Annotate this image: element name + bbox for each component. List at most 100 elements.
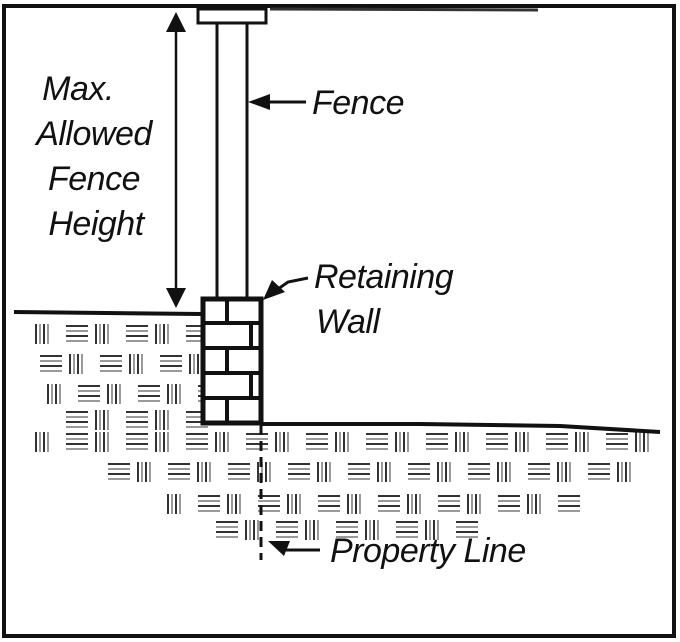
hatch-cell [137, 462, 151, 482]
hatch-cell [305, 520, 319, 540]
hatch-cell [438, 495, 460, 512]
hatch-cell [348, 463, 370, 480]
fence-cap [196, 7, 268, 25]
hatch-cell [35, 324, 49, 344]
hatch-cell [456, 521, 478, 538]
hatch-cell [527, 494, 541, 514]
fence-pointer-arrow [248, 94, 306, 110]
hatch-cell [377, 462, 391, 482]
hatch-cell [198, 495, 220, 512]
hatch-cell [197, 462, 211, 482]
soil-hatch [35, 324, 649, 540]
hatch-cell [366, 433, 388, 450]
hatch-cell [155, 324, 169, 344]
hatch-cell [617, 462, 631, 482]
label-property-line: Property Line [330, 532, 526, 570]
hatch-cell [437, 462, 451, 482]
label-allowed: Allowed [34, 115, 153, 153]
label-max: Max. [42, 70, 114, 108]
lower-ground-line [262, 422, 661, 434]
hatch-cell [575, 432, 589, 452]
hatch-cell [455, 432, 469, 452]
hatch-cell [528, 463, 550, 480]
hatch-cell [395, 432, 409, 452]
hatch-cell [189, 354, 203, 374]
label-retaining: Retaining [314, 258, 454, 296]
hatch-cell [186, 433, 208, 450]
property-line-pointer-arrow [268, 541, 320, 556]
hatch-cell [365, 520, 379, 540]
hatch-cell [635, 432, 649, 452]
hatch-cell [606, 433, 628, 450]
max-height-dimension-arrow [166, 12, 186, 308]
hatch-cell [215, 432, 229, 452]
hatch-cell [557, 462, 571, 482]
hatch-cell [47, 384, 61, 404]
hatch-cell [486, 433, 508, 450]
hatch-cell [69, 354, 83, 374]
hatch-cell [216, 521, 238, 538]
hatch-cell [287, 494, 301, 514]
hatch-cell [66, 411, 88, 428]
hatch-cell [246, 433, 268, 450]
hatch-cell [318, 495, 340, 512]
hatch-cell [66, 325, 88, 342]
hatch-cell [335, 432, 349, 452]
hatch-cell [408, 463, 430, 480]
hatch-cell [95, 410, 109, 430]
hatch-cell [95, 432, 109, 452]
hatch-cell [396, 521, 418, 538]
hatch-cell [546, 433, 568, 450]
hatch-cell [498, 495, 520, 512]
hatch-cell [35, 432, 49, 452]
hatch-cell [78, 385, 100, 402]
hatch-cell [168, 463, 190, 480]
hatch-cell [66, 433, 88, 450]
hatch-cell [426, 433, 448, 450]
label-fence-word: Fence [48, 160, 140, 198]
hatch-cell [95, 324, 109, 344]
hatch-cell [40, 355, 62, 372]
hatch-cell [347, 494, 361, 514]
hatch-cell [126, 325, 148, 342]
hatch-cell [126, 433, 148, 450]
hatch-cell [129, 354, 143, 374]
label-wall: Wall [316, 303, 381, 341]
hatch-cell [167, 494, 181, 514]
hatch-cell [467, 494, 481, 514]
hatch-cell [558, 495, 580, 512]
hatch-cell [336, 521, 358, 538]
hatch-cell [425, 520, 439, 540]
hatch-cell [497, 462, 511, 482]
hatch-cell [317, 462, 331, 482]
hatch-cell [160, 355, 182, 372]
hatch-cell [167, 384, 181, 404]
hatch-cell [306, 433, 328, 450]
hatch-cell [276, 521, 298, 538]
top-line [269, 7, 539, 12]
hatch-cell [100, 355, 122, 372]
hatch-cell [378, 495, 400, 512]
hatch-cell [588, 463, 610, 480]
hatch-cell [155, 432, 169, 452]
hatch-cell [515, 432, 529, 452]
hatch-cell [227, 494, 241, 514]
hatch-cell [245, 520, 259, 540]
hatch-cell [126, 411, 148, 428]
retaining-wall [200, 296, 264, 426]
hatch-cell [288, 463, 310, 480]
label-fence: Fence [312, 84, 404, 122]
hatch-cell [107, 384, 121, 404]
hatch-cell [407, 494, 421, 514]
hatch-cell [275, 432, 289, 452]
frame-border [2, 4, 676, 638]
fence-post [215, 21, 249, 301]
hatch-cell [108, 463, 130, 480]
upper-ground-line [13, 310, 203, 316]
label-height: Height [48, 205, 145, 243]
hatch-cell [468, 463, 490, 480]
hatch-cell [228, 463, 250, 480]
hatch-cell [138, 385, 160, 402]
